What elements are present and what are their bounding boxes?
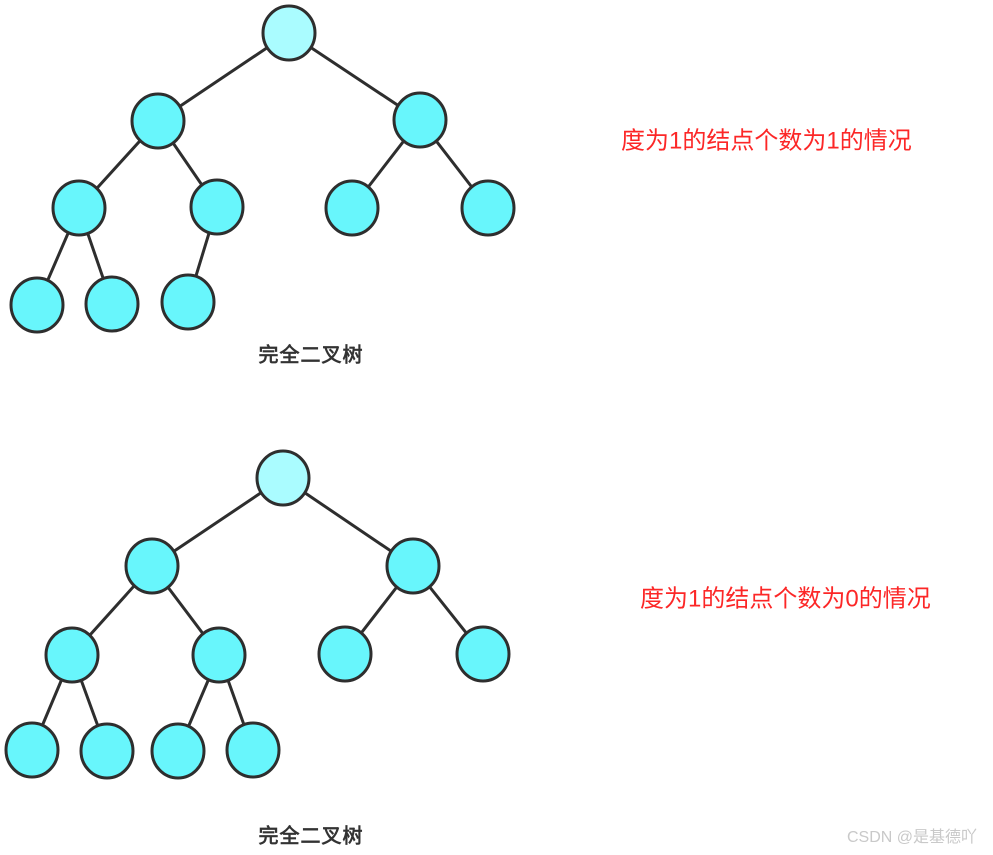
tree-node xyxy=(51,179,107,237)
tree-node xyxy=(225,721,281,779)
tree-node xyxy=(150,722,206,780)
tree-node xyxy=(9,276,65,334)
tree-node xyxy=(79,722,135,780)
tree-node xyxy=(455,625,511,683)
tree-node xyxy=(317,625,373,683)
tree-diagram-1 xyxy=(9,4,516,334)
annotation-degree1-count1: 度为1的结点个数为1的情况 xyxy=(621,127,912,155)
tree-node xyxy=(189,178,245,236)
tree-node xyxy=(392,91,448,149)
csdn-watermark: CSDN @是基德吖 xyxy=(846,829,977,846)
tree-node xyxy=(4,721,60,779)
tree-diagram-2 xyxy=(4,449,511,780)
tree-root-node xyxy=(255,449,311,507)
tree-node xyxy=(124,537,180,595)
tree-node xyxy=(324,179,380,237)
tree-caption-1: 完全二叉树 xyxy=(258,344,364,367)
tree-node xyxy=(44,626,100,684)
tree-node xyxy=(84,275,140,333)
tree-node xyxy=(160,273,216,331)
annotation-degree1-count0: 度为1的结点个数为0的情况 xyxy=(640,585,931,613)
tree-node xyxy=(460,179,516,237)
tree-node xyxy=(130,92,186,150)
tree-root-node xyxy=(261,4,317,62)
tree-node xyxy=(385,537,441,595)
tree-caption-2: 完全二叉树 xyxy=(258,825,364,848)
tree-node xyxy=(191,626,247,684)
